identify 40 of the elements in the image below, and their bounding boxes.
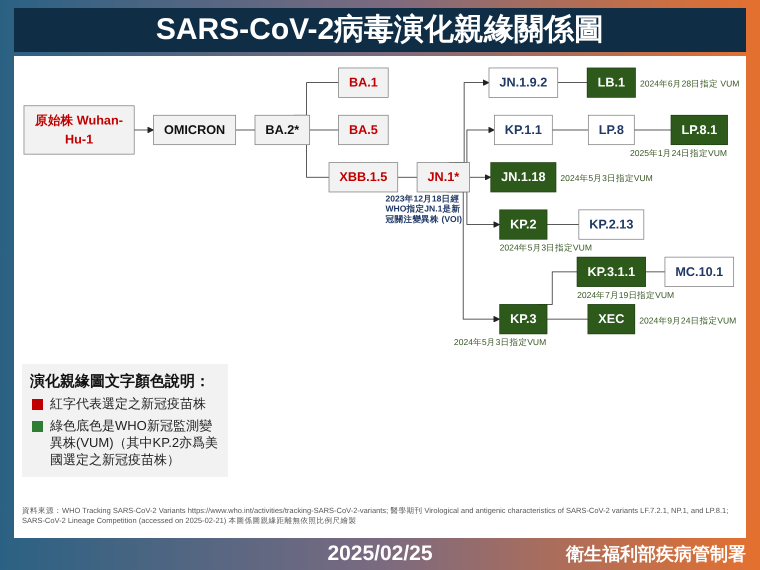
legend-title: 演化親緣圖文字顏色說明： bbox=[30, 372, 211, 391]
annotation: 2024年5月3日指定VUM bbox=[500, 243, 592, 252]
node-box: KP.2.13 bbox=[578, 209, 644, 240]
node-box: LB.1 bbox=[586, 68, 636, 98]
connector bbox=[645, 271, 666, 272]
node-box: BA.2* bbox=[254, 114, 310, 146]
node-box: KP.3.1.1 bbox=[576, 256, 646, 287]
arrow bbox=[469, 174, 492, 181]
node-box: JN.1.9.2 bbox=[488, 68, 558, 98]
node-box: KP.2 bbox=[499, 209, 548, 240]
node-box: JN.1* bbox=[416, 162, 470, 192]
node-box: XBB.1.5 bbox=[328, 162, 398, 192]
annotation: 2024年5月3日指定VUM bbox=[560, 174, 653, 183]
node-box: 原始株 Wuhan-Hu-1 bbox=[24, 105, 135, 155]
annotation: 2025年1月24日指定VUM bbox=[630, 148, 728, 158]
title: SARS-CoV-2病毒演化親緣關係圖 bbox=[14, 8, 746, 52]
annotation: 2024年7月19日指定VUM bbox=[577, 290, 674, 300]
node-box: BA.5 bbox=[338, 114, 389, 146]
connector bbox=[546, 224, 580, 225]
annotation: 2024年5月3日指定VUM bbox=[454, 338, 546, 347]
connector bbox=[557, 82, 588, 84]
node-box: KP.3 bbox=[499, 304, 548, 334]
legend-text: 紅字代表選定之新冠疫苗株 bbox=[50, 396, 206, 413]
node-box: LP.8.1 bbox=[670, 114, 728, 146]
node-box: LP.8 bbox=[588, 114, 635, 146]
node-box: OMICRON bbox=[153, 114, 236, 146]
annotation: 2023年12月18日經WHO指定JN.1是新冠關注變異株 (VOI) bbox=[385, 193, 463, 226]
connector bbox=[546, 318, 588, 320]
legend-text: 綠色底色是WHO新冠監測變異株(VUM)（其中KP.2亦爲美國選定之新冠疫苗株） bbox=[50, 418, 220, 469]
organization-name: 衛生福利部疾病管制署 bbox=[566, 543, 746, 566]
node-box: JN.1.18 bbox=[490, 162, 556, 192]
annotation: 2024年9月24日指定VUM bbox=[639, 316, 736, 325]
node-box: MC.10.1 bbox=[664, 256, 734, 287]
node-box: BA.1 bbox=[338, 68, 389, 98]
connector bbox=[397, 176, 418, 178]
node-box: XEC bbox=[588, 304, 636, 334]
arrow bbox=[134, 126, 154, 134]
annotation: 2024年6月28日指定 VUM bbox=[640, 79, 740, 88]
date-label: 2025/02/25 bbox=[326, 541, 434, 567]
node-box: KP.1.1 bbox=[494, 114, 553, 146]
